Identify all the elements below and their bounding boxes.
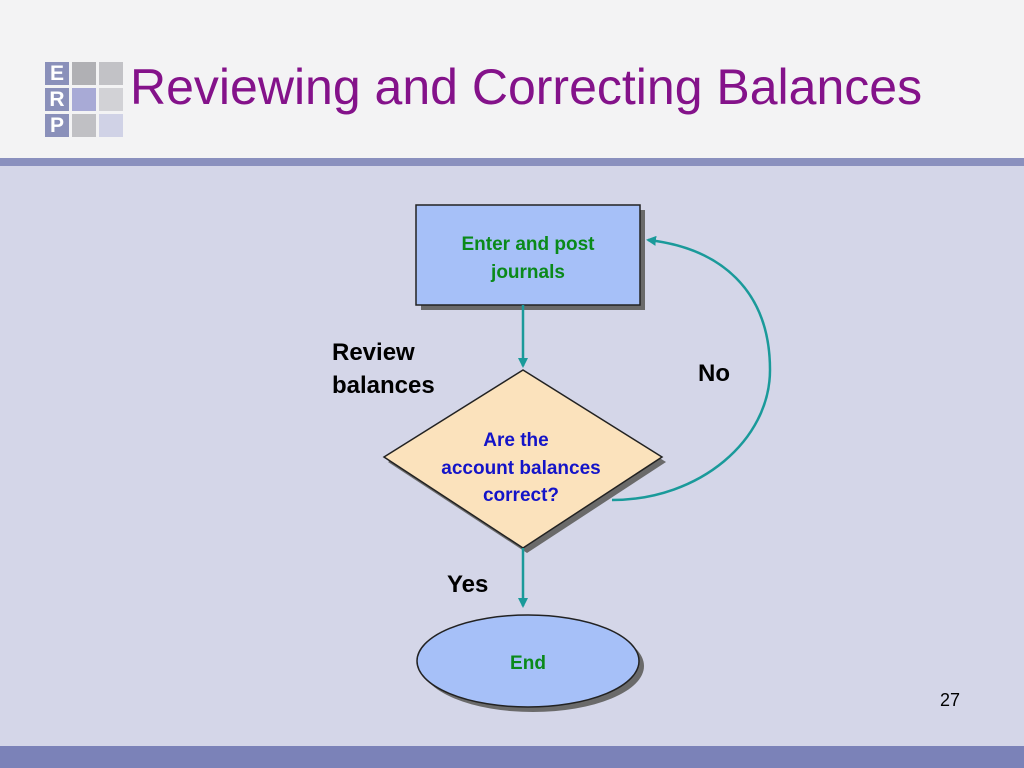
process-node-label-line2: journals: [490, 262, 565, 283]
terminal-node-label: End: [510, 653, 546, 674]
logo-letter-p: P: [45, 114, 69, 137]
page-title: Reviewing and Correcting Balances: [130, 59, 923, 115]
review-balances-label-line1: Review: [332, 339, 415, 366]
slide-header: [0, 0, 1024, 158]
decision-node-label-line1: Are the: [483, 430, 548, 451]
process-node-enter-post-journals: Enter and post journals: [415, 204, 645, 310]
review-balances-label-line2: balances: [332, 372, 435, 399]
decision-node-label-line2: account balances: [441, 458, 600, 479]
decision-node-balances-correct: Are the account balances correct?: [382, 369, 666, 553]
logo-letter-e: E: [45, 62, 69, 85]
logo-square: [72, 88, 96, 111]
logo-square: [72, 62, 96, 85]
erp-logo: E R P: [45, 62, 123, 138]
terminal-node-end: End: [416, 614, 644, 712]
logo-letter-r: R: [45, 88, 69, 111]
no-branch-label: No: [698, 360, 730, 387]
header-divider: [0, 158, 1024, 166]
logo-square: [99, 62, 123, 85]
process-node-label-line1: Enter and post: [461, 234, 595, 255]
logo-square: [99, 114, 123, 137]
logo-square: [99, 88, 123, 111]
decision-node-label-line3: correct?: [483, 485, 559, 506]
logo-square: [72, 114, 96, 137]
arrow-no-loop-back: [611, 235, 772, 502]
yes-branch-label: Yes: [447, 571, 488, 598]
process-node-box: [415, 204, 641, 306]
page-number: 27: [939, 690, 961, 710]
terminal-node-ellipse: [416, 614, 640, 708]
footer-bar: [0, 746, 1024, 768]
